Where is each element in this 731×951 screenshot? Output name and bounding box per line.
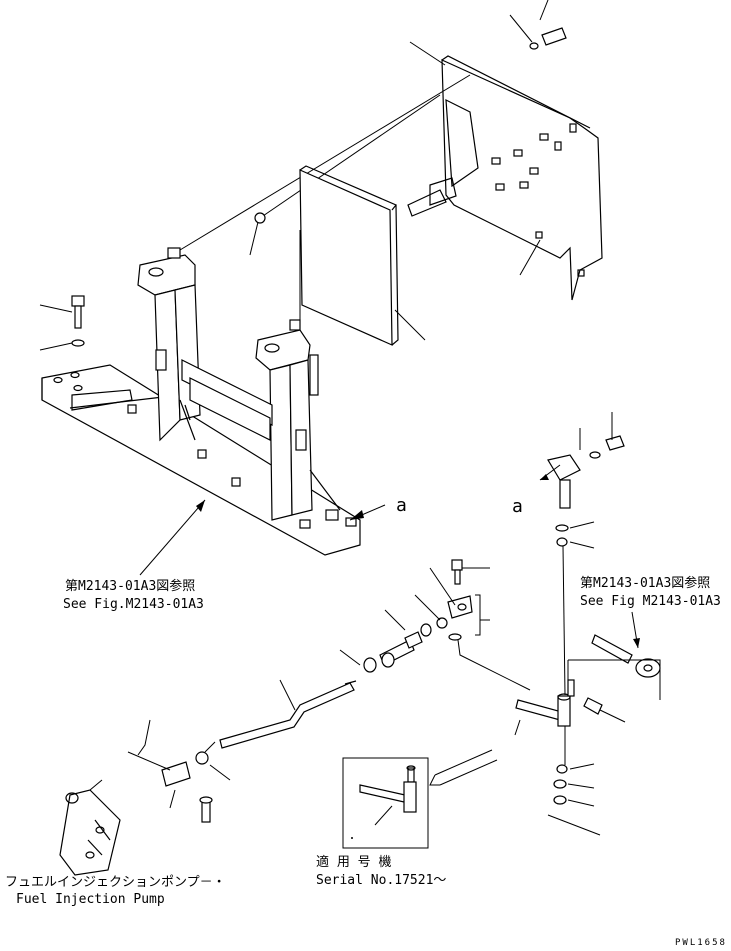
nut-lower-a xyxy=(553,779,567,789)
inset-frame xyxy=(342,757,429,849)
inset-applies-jp: 適 用 号 機 xyxy=(316,854,391,870)
leader-frame-ref xyxy=(139,499,206,576)
pump-label-en: Fuel Injection Pump xyxy=(16,892,165,907)
leader-washer-upper xyxy=(569,521,595,529)
mounting-plate xyxy=(407,55,603,301)
nut-rod-b xyxy=(420,623,432,637)
bolt-left xyxy=(39,295,85,351)
leader-pad xyxy=(394,309,426,341)
leader-plate-bottom xyxy=(519,239,541,276)
callout-a-right: a xyxy=(512,496,523,517)
bolt-top-right xyxy=(509,0,567,50)
ref-label-left-jp: 第M2143-01A3図参照 xyxy=(65,578,195,594)
inset-detail xyxy=(342,757,429,849)
inset-arrow-2 xyxy=(439,759,498,786)
lever-rod xyxy=(562,545,566,696)
leader-frame-ref-head xyxy=(196,500,205,512)
ref-label-left-en: See Fig.M2143-01A3 xyxy=(63,597,204,612)
control-cable xyxy=(591,611,661,678)
align-line-1 xyxy=(259,94,441,219)
leader-bottom xyxy=(547,814,601,836)
leader-plate-top xyxy=(409,41,446,66)
turnbuckle xyxy=(339,631,423,673)
nut-lower-b xyxy=(553,795,567,805)
control-rod xyxy=(204,679,357,753)
align-line-2 xyxy=(179,74,471,251)
inset-serial: Serial No.17521～ xyxy=(316,873,446,888)
ref-label-right-en: See Fig M2143-01A3 xyxy=(580,594,721,609)
insulation-pad xyxy=(299,165,399,346)
leader-grommet xyxy=(249,221,259,256)
grommet xyxy=(254,212,266,224)
rod-end-clevis xyxy=(429,559,531,691)
lever-assembly xyxy=(514,659,661,736)
leader-nut-upper xyxy=(569,541,595,549)
leader-nut-rod xyxy=(414,594,441,621)
callout-a-left: a xyxy=(396,495,407,516)
nut-upper xyxy=(556,537,568,547)
inset-arrow xyxy=(434,749,493,776)
leader-nut-rod-b xyxy=(384,609,406,631)
drawing-number: PWL1658 xyxy=(675,938,727,948)
pump-linkage xyxy=(127,719,231,823)
leader-washer-lower xyxy=(569,763,595,770)
arrow-a-left-head xyxy=(350,510,364,520)
leader-nut-lower-a xyxy=(567,783,595,789)
ref-label-right-jp: 第M2143-01A3図参照 xyxy=(580,575,710,591)
nut-rod-a xyxy=(436,617,448,629)
leader-nut-lower-b xyxy=(567,799,595,807)
pump-label-jp: フュエルインジェクションポンプ－・ xyxy=(5,875,226,890)
washer-lower xyxy=(556,764,568,774)
stand-frame xyxy=(41,247,361,556)
fuel-injection-pump xyxy=(59,779,121,876)
inset-arrow-head xyxy=(429,774,440,786)
washer-upper xyxy=(555,524,569,532)
lever-bracket xyxy=(539,412,625,509)
